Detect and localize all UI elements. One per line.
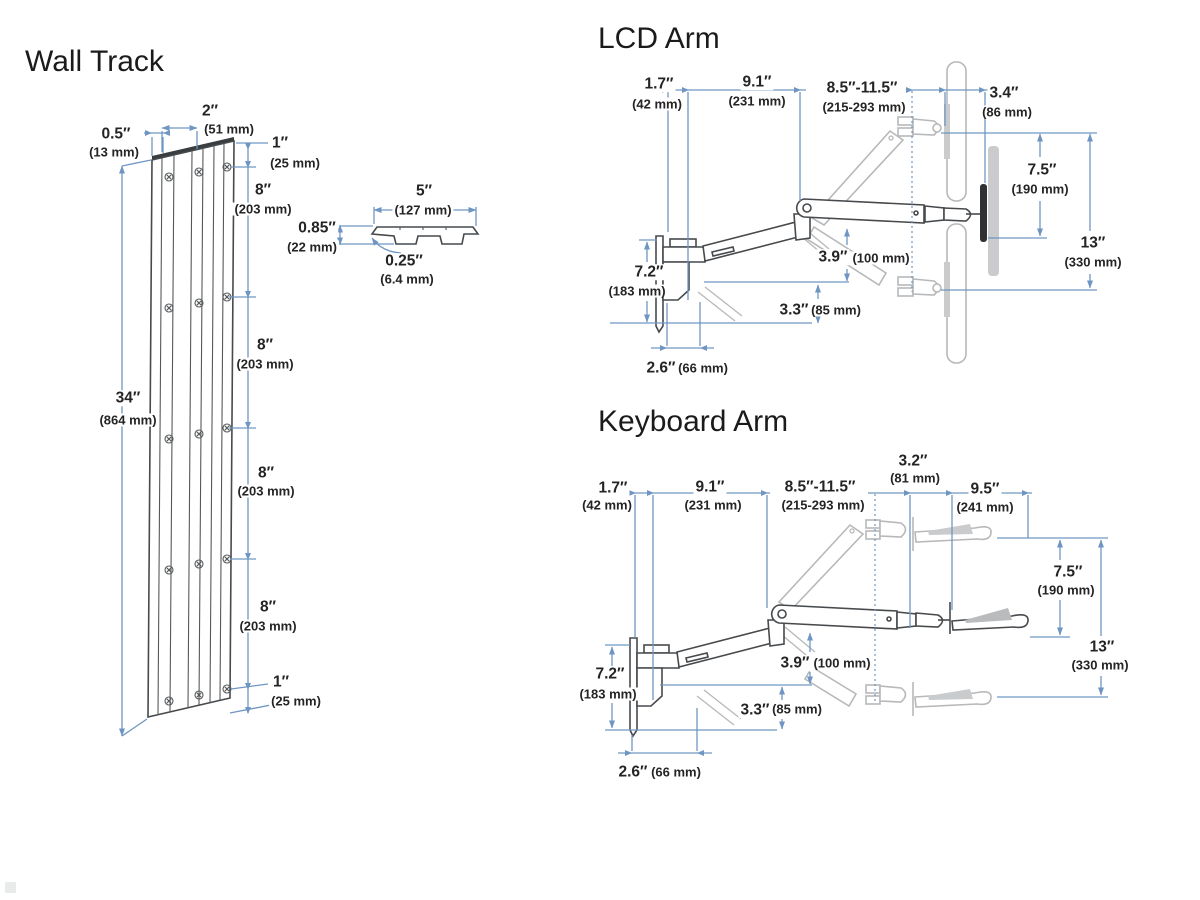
dim-lcd-arm-reach-in: 9.1″ <box>740 73 774 91</box>
dim-lcd-lift-up-mm: (190 mm) <box>1009 181 1071 197</box>
dim-lcd-lift-total-in: 13″ <box>1078 234 1108 252</box>
keyboard-arm-title: Keyboard Arm <box>598 405 789 438</box>
dim-wt-total-height-mm: (864 mm) <box>97 412 159 428</box>
dim-lcd-head-depth-in: 3.4″ <box>987 84 1021 102</box>
lcd-arm-drawing <box>610 61 1097 364</box>
dim-wt-spacing4-mm: (203 mm) <box>237 618 299 634</box>
dim-wt-profile-depth-mm: (22 mm) <box>285 239 339 255</box>
dim-kb-tray-length-in: 9.5″ <box>968 480 1002 498</box>
dim-lcd-arm-drop-in: 3.9″ <box>816 248 850 266</box>
dim-kb-extension-mm: (215-293 mm) <box>779 497 867 513</box>
dim-lcd-head-depth-mm: (86 mm) <box>980 104 1034 120</box>
dim-wt-profile-thickness-mm: (6.4 mm) <box>378 271 436 287</box>
dim-wt-profile-depth-in: 0.85″ <box>296 219 338 237</box>
dim-wt-spacing2-mm: (203 mm) <box>234 356 296 372</box>
dim-wt-spacing4-in: 8″ <box>257 598 279 616</box>
wall-bracket-plate <box>629 637 638 738</box>
dim-kb-extension-in: 8.5″-11.5″ <box>782 478 858 496</box>
dim-kb-pivot-offset-mm: (85 mm) <box>770 701 824 717</box>
wall-track-drawing <box>119 125 480 737</box>
dim-kb-base-width-in: 2.6″ <box>616 763 650 781</box>
corner-watermark <box>5 882 16 893</box>
dim-kb-pivot-offset-in: 3.3″ <box>738 701 772 719</box>
arm-upper <box>770 604 898 630</box>
dim-kb-wall-offset-in: 1.7″ <box>596 479 630 497</box>
dim-kb-arm-reach-in: 9.1″ <box>693 478 727 496</box>
lcd-arm-title: LCD Arm <box>598 22 720 55</box>
dim-lcd-pivot-offset-in: 3.3″ <box>777 301 811 319</box>
dim-wt-total-height-in: 34″ <box>113 389 143 407</box>
dim-lcd-bracket-height-mm: (183 mm) <box>606 283 668 299</box>
dim-wt-top-margin-mm: (25 mm) <box>268 155 322 171</box>
wall-bracket-plate <box>655 235 664 334</box>
dim-kb-tray-offset-in: 3.2″ <box>896 452 930 470</box>
dim-wt-spacing1-in: 8″ <box>252 181 274 199</box>
dim-wt-edge-offset-in: 0.5″ <box>99 125 133 143</box>
dim-kb-bracket-height-in: 7.2″ <box>593 665 627 683</box>
dim-kb-arm-drop-in: 3.9″ <box>778 654 812 672</box>
dim-wt-profile-width-in: 5″ <box>413 182 435 200</box>
dim-kb-arm-reach-mm: (231 mm) <box>682 497 744 513</box>
dim-lcd-wall-offset-mm: (42 mm) <box>630 96 684 112</box>
dim-lcd-lift-total-mm: (330 mm) <box>1062 254 1124 270</box>
keyboard-arm-drawing <box>605 490 1108 756</box>
monitor-panel <box>988 146 999 276</box>
dim-kb-lift-total-in: 13″ <box>1087 638 1117 656</box>
dim-kb-arm-drop-mm: (100 mm) <box>811 655 873 671</box>
dim-wt-spacing3-in: 8″ <box>255 464 277 482</box>
dim-wt-top-margin-in: 1″ <box>269 134 291 152</box>
track-cross-section <box>370 226 480 245</box>
dim-wt-edge-offset-mm: (13 mm) <box>87 144 141 160</box>
dim-lcd-extension-mm: (215-293 mm) <box>820 99 908 115</box>
dim-lcd-bracket-height-in: 7.2″ <box>632 263 666 281</box>
dim-wt-bottom-margin-in: 1″ <box>270 673 292 691</box>
dim-kb-bracket-height-mm: (183 mm) <box>577 686 639 702</box>
dim-wt-spacing1-mm: (203 mm) <box>232 201 294 217</box>
dim-lcd-arm-reach-mm: (231 mm) <box>726 93 788 109</box>
dim-wt-slot-width-mm: (51 mm) <box>202 121 256 137</box>
dim-wt-slot-width-in: 2″ <box>199 102 221 120</box>
dim-kb-wall-offset-mm: (42 mm) <box>580 497 634 513</box>
wall-track-title: Wall Track <box>25 45 164 78</box>
dim-lcd-lift-up-in: 7.5″ <box>1025 161 1059 179</box>
dim-kb-lift-up-mm: (190 mm) <box>1035 582 1097 598</box>
dim-kb-base-width-mm: (66 mm) <box>649 764 703 780</box>
dim-wt-profile-width-mm: (127 mm) <box>392 202 454 218</box>
dim-lcd-extension-in: 8.5″-11.5″ <box>824 79 900 97</box>
dim-kb-tray-offset-mm: (81 mm) <box>888 470 942 486</box>
dim-wt-bottom-margin-mm: (25 mm) <box>269 693 323 709</box>
dim-lcd-pivot-offset-mm: (85 mm) <box>809 302 863 318</box>
dim-kb-tray-length-mm: (241 mm) <box>954 499 1016 515</box>
keyboard <box>965 608 1012 623</box>
dim-lcd-base-width-mm: (66 mm) <box>676 360 730 376</box>
dim-wt-spacing2-in: 8″ <box>254 336 276 354</box>
dim-wt-spacing3-mm: (203 mm) <box>235 483 297 499</box>
monitor-mount <box>980 184 987 242</box>
dim-lcd-base-width-in: 2.6″ <box>644 359 678 377</box>
dim-kb-lift-up-in: 7.5″ <box>1051 563 1085 581</box>
dim-lcd-wall-offset-in: 1.7″ <box>642 75 676 93</box>
dim-lcd-arm-drop-mm: (100 mm) <box>850 250 912 266</box>
dim-wt-profile-thickness-in: 0.25″ <box>383 252 425 270</box>
dim-kb-lift-total-mm: (330 mm) <box>1069 657 1131 673</box>
